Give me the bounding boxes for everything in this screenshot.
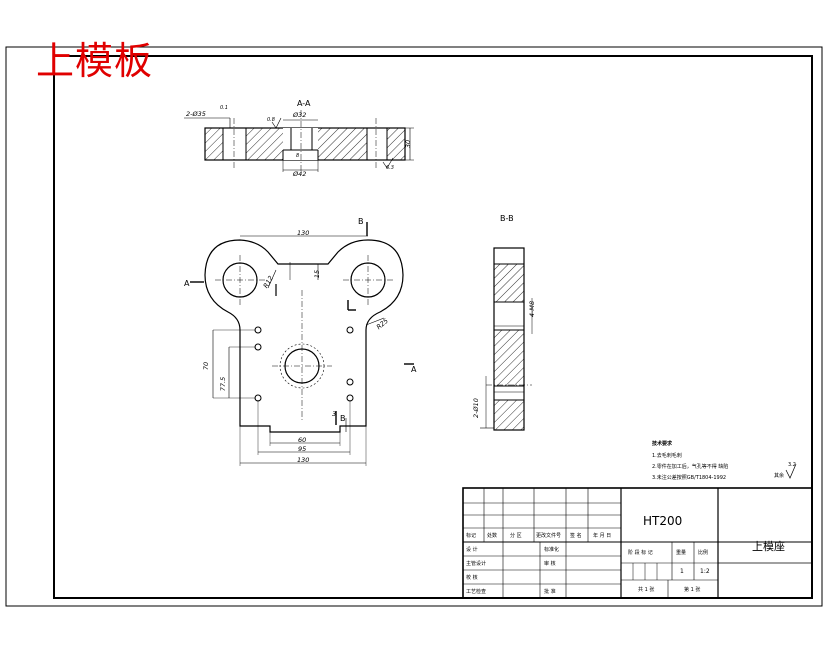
notes-item-1: 1.去毛刺毛刺 — [652, 453, 682, 459]
mid-label-standard: 标准化 — [544, 547, 560, 553]
left-label-process: 工艺检查 — [466, 589, 487, 595]
dim-130-top: 130 — [297, 229, 310, 237]
row-label-file: 更改文件号 — [536, 533, 562, 539]
part-name: 上模座 — [752, 540, 785, 553]
section-aa-view — [184, 110, 414, 175]
notes-rest-value: 3.2 — [788, 462, 796, 468]
notes-heading: 技术要求 — [652, 441, 673, 447]
section-bb-view — [480, 247, 533, 431]
scale-value: 1:2 — [700, 568, 710, 575]
plan-view — [190, 222, 414, 466]
marker-b-bottom: B — [340, 414, 346, 423]
dim-dia42: Ø42 — [293, 170, 307, 178]
notes-item-2: 2.零件在加工后，气孔等不得 缺陷 — [652, 464, 729, 470]
marker-a-right: A — [411, 365, 417, 374]
dim-77-5: 77.5 — [219, 376, 228, 392]
marker-a-left: A — [184, 279, 190, 288]
row-label-zone: 分 区 — [510, 533, 522, 539]
dim-dia32: Ø32 — [293, 111, 307, 119]
dim-thickness: 30 — [404, 139, 413, 149]
notes-item-3: 3.未注公差按照GB/T1804-1992 — [652, 475, 727, 481]
dim-130-bottom: 130 — [297, 456, 310, 464]
scale-label: 比例 — [698, 550, 709, 556]
dim-8: 8 — [296, 153, 300, 159]
marker-b-top: B — [358, 217, 364, 226]
material-value: HT200 — [643, 514, 683, 528]
row-label-sign: 签 名 — [570, 533, 582, 539]
roughness-symbol — [785, 463, 797, 479]
row-label-mark: 标记 — [466, 533, 477, 539]
dim-4-m8: 4-M8 — [528, 300, 537, 318]
mid-label-review: 审 核 — [544, 561, 556, 567]
sheet-inner-frame — [53, 55, 813, 599]
quantity-value: 1 — [680, 568, 684, 575]
left-label-chief: 主管设计 — [466, 561, 487, 567]
dim-hole-spec: 2-Ø35 — [186, 110, 206, 118]
dim-3: 3 — [332, 410, 337, 418]
rough-08: 0.8 — [267, 117, 275, 123]
left-label-design: 设 计 — [466, 547, 478, 553]
mid-label-approve: 批 准 — [544, 589, 556, 595]
left-label-check: 校 核 — [466, 575, 478, 581]
rough-63: 6.3 — [386, 165, 394, 171]
row-label-date: 年 月 日 — [593, 533, 612, 539]
dim-side-spec: 2-Ø10 — [471, 398, 480, 418]
title-block — [462, 487, 813, 599]
row-label-count: 处数 — [487, 533, 498, 539]
sheet-total: 共 1 张 — [638, 587, 655, 593]
plan-outline — [204, 239, 404, 433]
dim-60: 60 — [298, 436, 307, 444]
section-aa-label: A-A — [297, 99, 311, 108]
section-bb-label: B-B — [500, 214, 514, 223]
dim-15: 15 — [313, 269, 322, 279]
dim-95: 95 — [298, 445, 307, 453]
weight-label: 重量 — [676, 550, 687, 556]
dim-hole-tol: 0.1 — [220, 105, 228, 111]
overlay-title: 上模板 — [36, 39, 154, 83]
notes-rest-label: 其余 — [774, 473, 785, 479]
sheet-outer-border — [5, 46, 823, 607]
stage-label: 阶 段 标 记 — [628, 550, 653, 556]
dim-70: 70 — [202, 361, 211, 371]
sheet-number: 第 1 张 — [684, 587, 701, 593]
